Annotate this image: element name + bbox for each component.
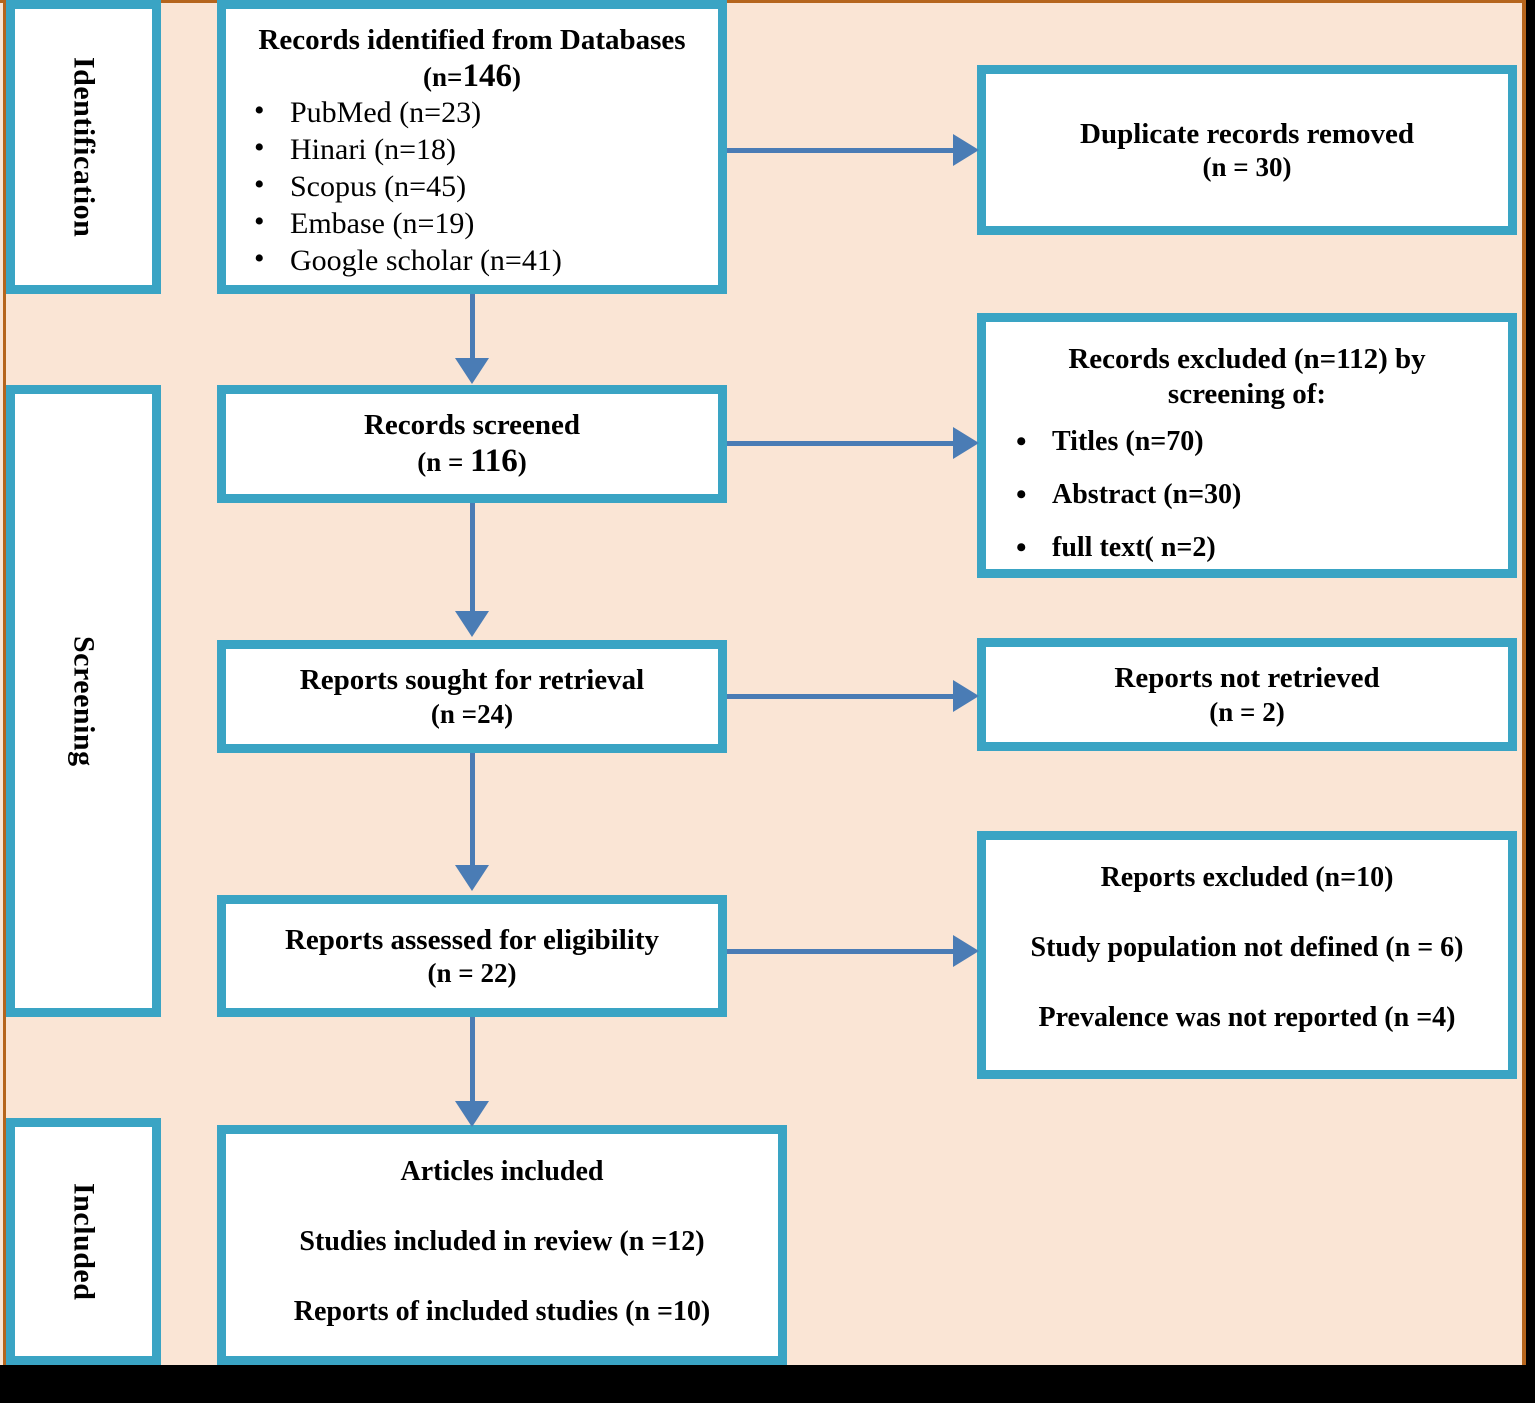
arrowhead-screened-to-excluded	[953, 427, 979, 459]
records-identified-count-suffix: )	[511, 62, 521, 93]
stage-label-screening: Screening	[67, 635, 101, 767]
left-rule	[3, 0, 6, 1370]
arrow-assessed-to-included	[470, 1017, 475, 1105]
reports-not-retrieved-title: Reports not retrieved	[1114, 662, 1380, 695]
arrow-sought-to-not-retrieved	[727, 694, 955, 699]
box-duplicate-records-removed: Duplicate records removed (n = 30)	[977, 65, 1517, 235]
stage-box-included: Included	[6, 1118, 161, 1365]
box-records-identified: Records identified from Databases (n=146…	[217, 0, 727, 294]
arrow-screened-to-excluded	[727, 441, 955, 446]
list-item: Scopus (n=45)	[254, 167, 718, 206]
top-rule	[0, 0, 1535, 3]
reports-excluded-line3: Prevalence was not reported (n =4)	[1038, 1002, 1456, 1033]
records-screened-count-prefix: (n =	[417, 447, 471, 478]
box-records-screened: Records screened (n = 116)	[217, 385, 727, 503]
reports-excluded-line1: Reports excluded (n=10)	[1100, 862, 1394, 893]
box-reports-excluded: Reports excluded (n=10) Study population…	[977, 831, 1517, 1079]
reports-assessed-title: Reports assessed for eligibility	[284, 923, 660, 956]
records-screened-title: Records screened	[363, 408, 581, 441]
records-identified-count-value: 146	[462, 58, 512, 95]
box-records-excluded: Records excluded (n=112) by screening of…	[977, 313, 1517, 578]
arrow-screened-to-sought	[470, 503, 475, 615]
arrow-assessed-to-reports-excluded	[727, 949, 955, 954]
list-item: Abstract (n=30)	[1016, 466, 1508, 523]
box-articles-included: Articles included Studies included in re…	[217, 1125, 787, 1365]
arrowhead-assessed-to-included	[455, 1101, 489, 1127]
arrow-sought-to-assessed	[470, 753, 475, 869]
right-black-margin	[1526, 0, 1535, 1403]
arrowhead-identified-to-screened	[455, 358, 489, 384]
box-reports-sought-for-retrieval: Reports sought for retrieval (n =24)	[217, 640, 727, 753]
articles-included-line2: Studies included in review (n =12)	[299, 1226, 705, 1257]
list-item: Titles (n=70)	[1016, 413, 1508, 470]
list-item: Embase (n=19)	[254, 204, 718, 243]
reports-assessed-count: (n = 22)	[427, 958, 517, 989]
records-identified-source-list: PubMed (n=23) Hinari (n=18) Scopus (n=45…	[226, 93, 718, 280]
records-excluded-title-line2: screening of:	[1167, 378, 1327, 411]
right-rule	[1522, 0, 1526, 1370]
reports-excluded-line2: Study population not defined (n = 6)	[1030, 932, 1464, 963]
duplicate-records-removed-title: Duplicate records removed	[1080, 117, 1414, 150]
records-screened-count: (n = 116)	[417, 443, 527, 480]
reports-sought-count: (n =24)	[430, 698, 514, 729]
stage-label-included: Included	[67, 1182, 101, 1301]
records-identified-count: (n=146)	[423, 58, 521, 95]
duplicate-records-removed-count: (n = 30)	[1202, 152, 1292, 183]
reports-not-retrieved-count: (n = 2)	[1209, 696, 1285, 727]
bottom-black-margin	[0, 1365, 1535, 1403]
arrowhead-identified-to-duplicates	[953, 134, 979, 166]
records-screened-count-suffix: )	[517, 447, 527, 478]
reports-sought-title: Reports sought for retrieval	[299, 664, 645, 697]
records-excluded-reason-list: Titles (n=70) Abstract (n=30) full text(…	[986, 413, 1508, 577]
list-item: Hinari (n=18)	[254, 130, 718, 169]
arrowhead-sought-to-not-retrieved	[953, 680, 979, 712]
arrowhead-assessed-to-reports-excluded	[953, 935, 979, 967]
articles-included-line1: Articles included	[400, 1156, 604, 1187]
arrowhead-sought-to-assessed	[455, 865, 489, 891]
list-item: full text( n=2)	[1016, 519, 1508, 576]
list-item: PubMed (n=23)	[254, 93, 718, 132]
articles-included-line3: Reports of included studies (n =10)	[293, 1296, 711, 1327]
arrow-identified-to-duplicates	[727, 148, 955, 153]
stage-box-screening: Screening	[6, 385, 161, 1017]
arrow-identified-to-screened	[470, 294, 475, 362]
stage-box-identification: Identification	[6, 0, 161, 294]
box-reports-not-retrieved: Reports not retrieved (n = 2)	[977, 638, 1517, 751]
records-identified-title: Records identified from Databases	[258, 24, 686, 56]
arrowhead-screened-to-sought	[455, 611, 489, 637]
list-item: Google scholar (n=41)	[254, 241, 718, 280]
records-excluded-title-line1: Records excluded (n=112) by	[1068, 343, 1426, 375]
records-identified-count-prefix: (n=	[423, 62, 463, 93]
box-reports-assessed-for-eligibility: Reports assessed for eligibility (n = 22…	[217, 895, 727, 1017]
records-screened-count-value: 116	[470, 443, 518, 480]
stage-label-identification: Identification	[67, 56, 101, 238]
